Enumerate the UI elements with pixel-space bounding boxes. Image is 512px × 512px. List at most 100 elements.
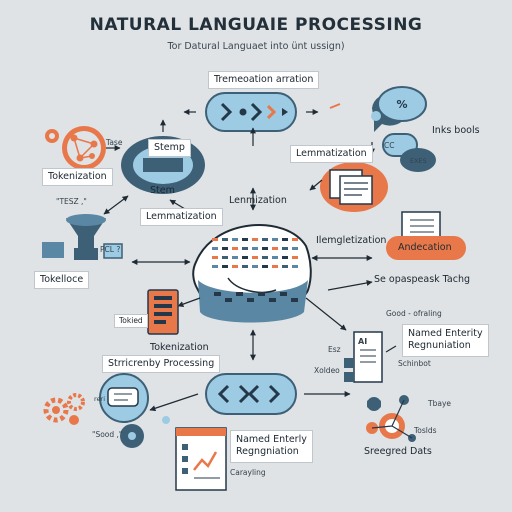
dot-icon	[239, 108, 247, 116]
esz-label: Esz	[328, 345, 341, 354]
lemmatization-center-label: Lenmization	[229, 195, 287, 206]
core-token-mark	[232, 256, 238, 259]
page-title: NATURAL LANGUAIE PROCESSING	[89, 15, 423, 35]
core-token-mark	[272, 256, 278, 259]
pcl-label: PCL ?	[100, 245, 121, 254]
document-card	[320, 162, 388, 212]
core-token-mark	[292, 256, 298, 259]
percent-bubble-icon: %	[371, 86, 427, 132]
core-token-mark	[212, 265, 218, 268]
ai-document-icon	[344, 331, 397, 383]
funnel-icon	[42, 214, 123, 260]
tokenization-left-label: Tokenization	[42, 168, 113, 187]
core-token-mark	[242, 265, 248, 268]
andecation-card	[386, 211, 466, 260]
ai-label: AI	[358, 337, 368, 346]
code-pill	[205, 373, 297, 415]
tokelloce-label: Tokelloce	[34, 271, 90, 290]
core-token-mark	[222, 238, 228, 241]
top-flow-label: Tremeoation arration	[208, 71, 320, 90]
core-token-mark	[292, 238, 298, 241]
gear-network-icon	[45, 126, 121, 170]
core-token-mark	[232, 238, 238, 241]
core-token-mark	[242, 256, 248, 259]
exes-label: EXES	[410, 157, 427, 165]
tbaye-label: Tbaye	[428, 399, 451, 408]
chart-document-icon	[175, 427, 227, 491]
core-token-mark	[252, 265, 258, 268]
lemmatization-left-label: Lemmatization	[140, 208, 223, 227]
core-token-mark	[272, 265, 278, 268]
core-token-mark	[212, 238, 218, 241]
sreegred-dats-label: Sreegred Dats	[364, 446, 432, 457]
tokenization-bottom-label: Tokenization	[150, 342, 209, 353]
core-bottom-mark	[214, 292, 221, 296]
stem-top-label: Stemp	[148, 139, 191, 158]
core-token-mark	[262, 265, 268, 268]
core-bottom-mark	[258, 292, 265, 296]
tokied-label: Tokied	[114, 314, 148, 329]
carayling-label: Carayling	[230, 468, 266, 477]
schinbot-label: Schinbot	[398, 359, 431, 368]
inks-bools-label: Inks bools	[432, 125, 480, 136]
se-opaspeak-label: Se opaspeask Tachg	[374, 274, 471, 285]
core-bottom-mark	[291, 298, 298, 302]
chevron-icon	[220, 102, 233, 122]
core-bottom-mark	[247, 298, 254, 302]
stem-bottom-label: Stem	[150, 185, 175, 196]
core-token-mark	[222, 256, 228, 259]
core-token-mark	[282, 265, 288, 268]
core-token-mark	[282, 247, 288, 250]
tase-label: Tase	[106, 138, 123, 147]
core-token-mark	[222, 247, 228, 250]
gears-icon	[43, 393, 85, 425]
named-entity-right-label: Named Enterity Regnuniation	[402, 324, 489, 357]
core-bottom-mark	[269, 298, 276, 302]
page-subtitle: Tor Datural Languaet into ünt ussign)	[167, 41, 345, 52]
core-token-mark	[252, 247, 258, 250]
core-token-mark	[282, 238, 288, 241]
core-bottom-mark	[236, 292, 243, 296]
reri-label: reri	[94, 395, 106, 403]
people-graph-icon	[366, 395, 416, 442]
sood-label: "Sood ,"	[92, 430, 123, 439]
core-token-mark	[272, 247, 278, 250]
core-token-mark	[242, 238, 248, 241]
core-bottom-mark	[225, 298, 232, 302]
cc-bubble-icon	[369, 133, 436, 172]
core-token-mark	[262, 238, 268, 241]
good-ofraling-label: Good - ofraling	[386, 309, 442, 318]
core-token-mark	[212, 256, 218, 259]
ilemgletization-label: Ilemgletization	[316, 235, 387, 246]
chevron-icon	[250, 102, 263, 122]
core-token-mark	[292, 247, 298, 250]
core-token-mark	[232, 265, 238, 268]
top-flow-pill	[183, 92, 341, 132]
structure-processing-label: Strricrenby Processing	[102, 355, 221, 374]
core-token-mark	[262, 247, 268, 250]
core-token-mark	[222, 265, 228, 268]
core-token-mark	[232, 247, 238, 250]
core-token-mark	[272, 238, 278, 241]
chevron-icon	[266, 104, 277, 120]
toslds-label: Toslds	[414, 426, 437, 435]
core-token-mark	[292, 265, 298, 268]
core-token-marks	[212, 238, 298, 302]
core-token-mark	[242, 247, 248, 250]
lemmatization-right-label: Lemmatization	[290, 145, 373, 164]
core-token-mark	[212, 247, 218, 250]
tesz-label: "TESZ ,"	[56, 197, 87, 206]
cc-label: CC	[384, 141, 395, 150]
core-token-mark	[262, 256, 268, 259]
xoldeo-label: Xoldeo	[314, 366, 340, 375]
core-bottom-mark	[280, 292, 287, 296]
core-token-mark	[252, 238, 258, 241]
core-token-mark	[282, 256, 288, 259]
svg-text:%: %	[396, 98, 407, 111]
andecation-label: Andecation	[398, 242, 452, 253]
server-icon	[147, 289, 179, 335]
chat-circle-icon	[99, 373, 149, 448]
core-token-mark	[252, 256, 258, 259]
named-entity-bottom-label: Named Enterly Regngniation	[230, 430, 313, 463]
